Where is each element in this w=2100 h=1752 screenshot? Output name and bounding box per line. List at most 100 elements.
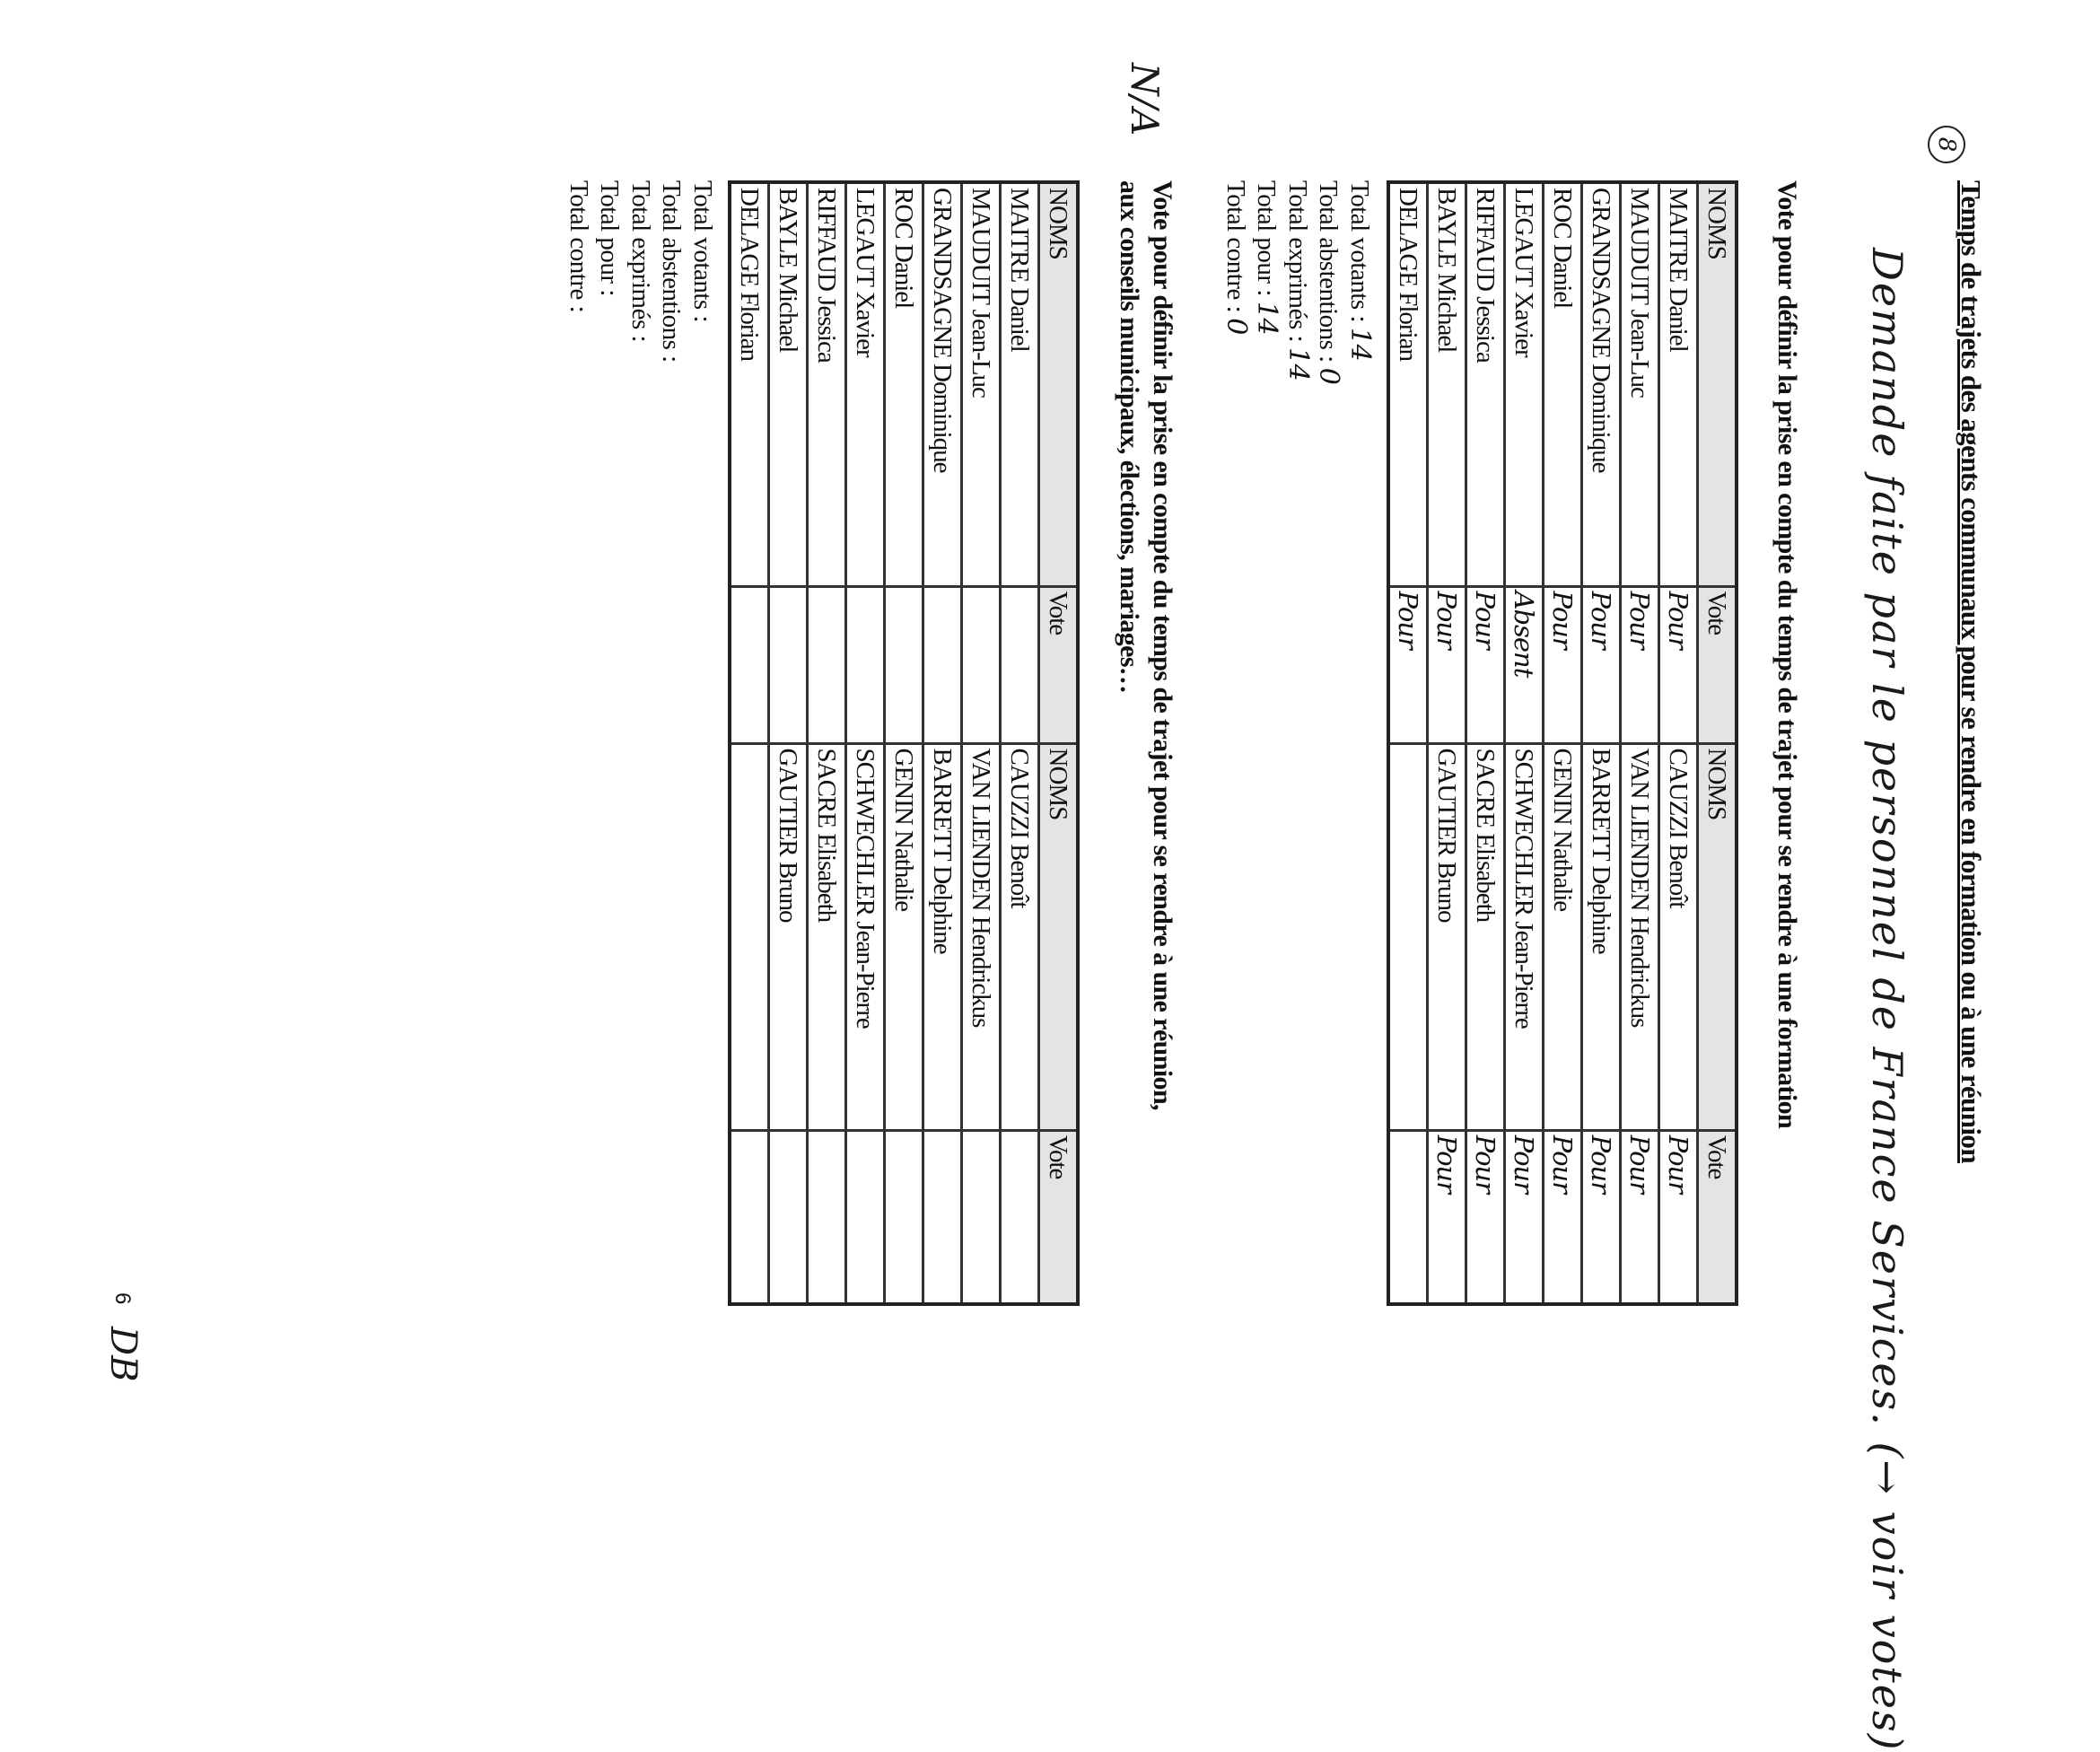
- vote-cell: Pour: [1620, 586, 1659, 743]
- vote-cell: Pour: [1504, 1130, 1544, 1304]
- name-cell: GAUTIER Bruno: [1427, 743, 1466, 1131]
- name-cell: BAYLE Michael: [768, 182, 808, 586]
- vote-cell: Pour: [1658, 586, 1698, 743]
- handwritten-na-note: N/A: [1123, 63, 1167, 136]
- vote-cell: [1388, 1130, 1428, 1304]
- vote-2-title-line-2: aux conseils municipaux, élections, mari…: [1115, 180, 1144, 694]
- vote-cell: [730, 586, 769, 743]
- vote-1-title-line: Vote pour définir la prise en compte du …: [1772, 180, 1802, 1129]
- vote-cell: [1000, 586, 1039, 743]
- name-cell: MAUDUIT Jean-Luc: [1620, 182, 1659, 586]
- handwritten-note: Demande faite par le personnel de France…: [1863, 248, 1912, 1752]
- name-cell: [1388, 743, 1428, 1131]
- name-cell: VAN LIENDEN Hendrickus: [1620, 743, 1659, 1131]
- name-cell: [730, 743, 769, 1131]
- name-cell: MAITRE Daniel: [1000, 182, 1039, 586]
- name-cell: SCHWECHLER Jean-Pierre: [845, 743, 885, 1131]
- name-cell: CAUZZI Benoît: [1000, 743, 1039, 1131]
- name-cell: SACRE Elisabeth: [807, 743, 846, 1131]
- header-noms: NOMS: [1038, 182, 1078, 586]
- name-cell: GENIN Nathalie: [884, 743, 923, 1131]
- name-cell: SCHWECHLER Jean-Pierre: [1504, 743, 1544, 1131]
- total-label: Total pour :: [1252, 180, 1282, 296]
- vote-cell: [768, 586, 808, 743]
- total-line: Total pour :: [594, 180, 626, 368]
- header-vote: Vote: [1697, 586, 1737, 743]
- name-cell: DELAGE Florian: [1388, 182, 1428, 586]
- name-cell: LEGAUT Xavier: [845, 182, 885, 586]
- name-cell: GAUTIER Bruno: [768, 743, 808, 1131]
- vote-cell: Pour: [1543, 1130, 1582, 1304]
- item-number-circled: 8: [1928, 126, 1965, 163]
- name-cell: SACRE Elisabeth: [1466, 743, 1505, 1131]
- header-vote: Vote: [1697, 1130, 1737, 1304]
- name-cell: BAYLE Michael: [1427, 182, 1466, 586]
- name-cell: BARRETT Delphine: [923, 743, 962, 1131]
- total-line: Total exprimés :: [626, 180, 657, 368]
- total-line: Total votants :: [687, 180, 719, 368]
- total-value: 14: [1344, 328, 1376, 362]
- name-cell: VAN LIENDEN Hendrickus: [961, 743, 1001, 1131]
- header-noms: NOMS: [1697, 182, 1737, 586]
- section-title: Temps de trajets des agents communaux po…: [1956, 180, 1987, 1163]
- name-cell: DELAGE Florian: [730, 182, 769, 586]
- name-cell: CAUZZI Benoît: [1658, 743, 1698, 1131]
- name-cell: RIFFAUD Jessica: [1466, 182, 1505, 586]
- total-label: Total contre :: [1221, 180, 1250, 313]
- handwritten-initials: DB: [102, 1327, 144, 1382]
- vote-cell: Pour: [1427, 1130, 1466, 1304]
- total-label: Total abstentions :: [1314, 180, 1343, 363]
- vote-cell: Pour: [1581, 1130, 1621, 1304]
- total-label: Total votants :: [1345, 180, 1374, 323]
- total-value: 14: [1282, 347, 1314, 381]
- name-cell: MAITRE Daniel: [1658, 182, 1698, 586]
- total-line: Total contre :: [564, 180, 595, 368]
- vote-cell: [845, 1130, 885, 1304]
- total-label: Total abstentions :: [657, 180, 687, 363]
- total-value: 0: [1313, 367, 1345, 385]
- vote-cell: [884, 586, 923, 743]
- vote-cell: Pour: [1658, 1130, 1698, 1304]
- name-cell: ROC Daniel: [1543, 182, 1582, 586]
- name-cell: ROC Daniel: [884, 182, 923, 586]
- page-number: 6: [110, 1292, 135, 1305]
- vote-cell: [807, 586, 846, 743]
- vote-2-title-line-1: Vote pour définir la prise en compte du …: [1148, 180, 1177, 1110]
- vote-cell: [730, 1130, 769, 1304]
- total-line: Total contre : 0: [1221, 180, 1252, 384]
- vote-cell: Pour: [1466, 1130, 1505, 1304]
- total-label: Total exprimés :: [626, 180, 655, 343]
- vote-cell: Pour: [1466, 586, 1505, 743]
- total-line: Total votants : 14: [1344, 180, 1376, 384]
- total-line: Total exprimés : 14: [1282, 180, 1314, 384]
- total-value: 0: [1221, 318, 1252, 335]
- name-cell: GRANDSAGNE Dominique: [923, 182, 962, 586]
- name-cell: GRANDSAGNE Dominique: [1581, 182, 1621, 586]
- total-value: 14: [1251, 301, 1283, 336]
- vote-cell: Pour: [1427, 586, 1466, 743]
- total-label: Total exprimés :: [1283, 180, 1312, 343]
- vote-cell: [923, 1130, 962, 1304]
- total-label: Total pour :: [595, 180, 625, 296]
- header-noms: NOMS: [1038, 743, 1078, 1131]
- scanned-document-page: 8 Temps de trajets des agents communaux …: [102, 63, 1987, 1752]
- name-cell: RIFFAUD Jessica: [807, 182, 846, 586]
- header-vote: Vote: [1038, 586, 1078, 743]
